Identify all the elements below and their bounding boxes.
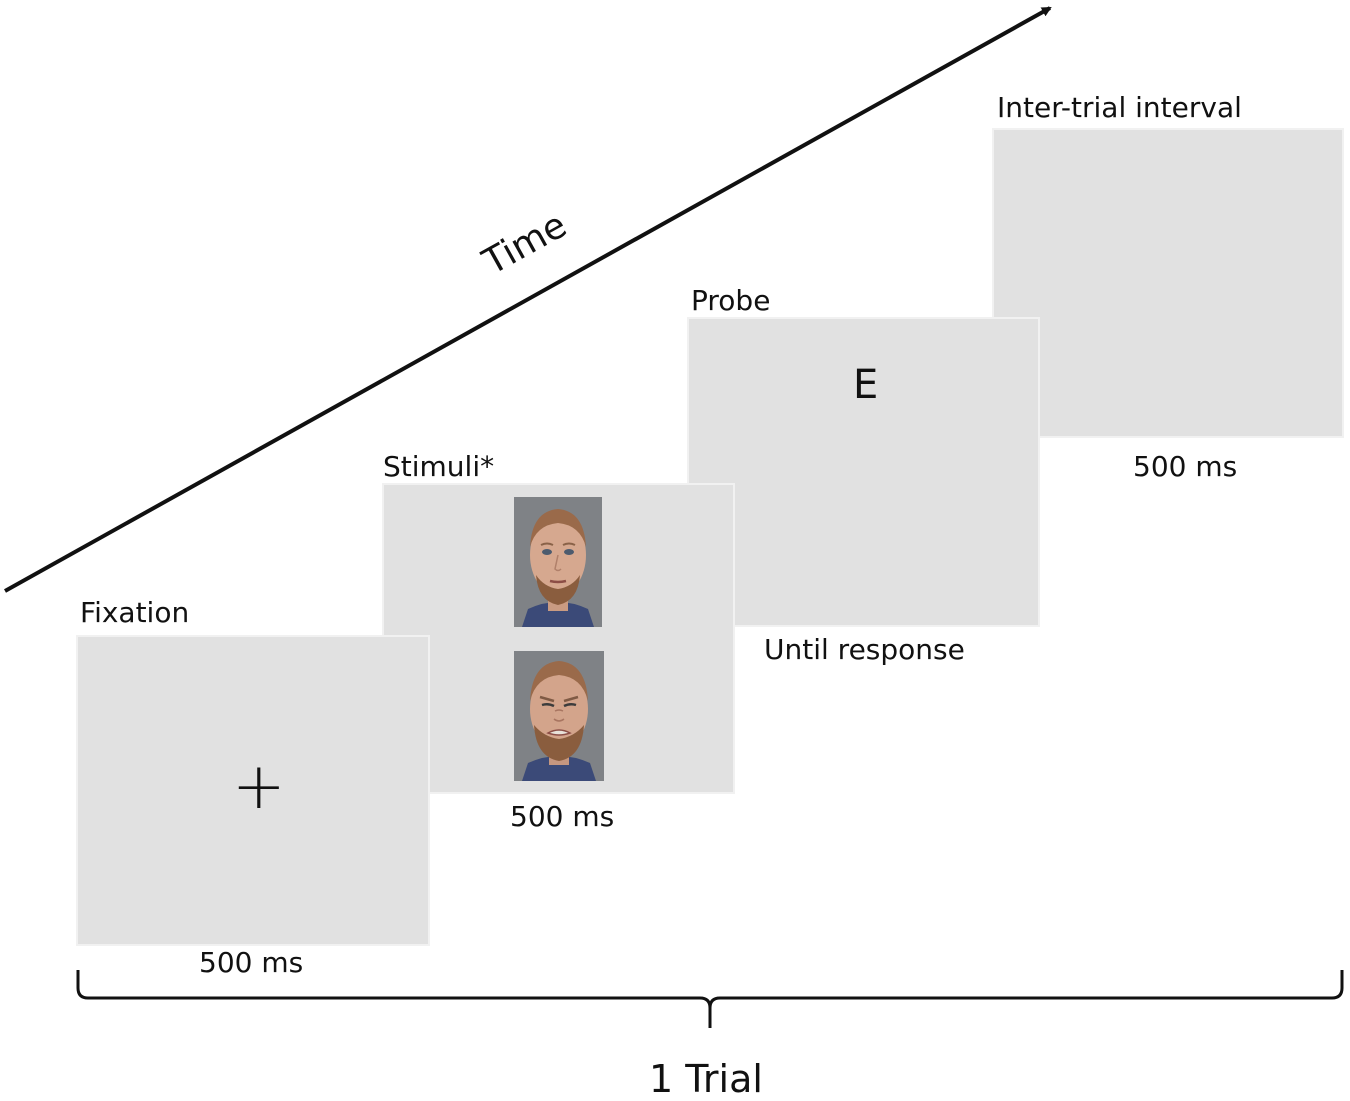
stimuli-screen: [382, 483, 735, 794]
probe-title: Probe: [691, 284, 771, 317]
trial-label: 1 Trial: [649, 1057, 763, 1101]
fixation-screen: +: [76, 635, 430, 946]
neutral-face: [514, 497, 602, 627]
iti-screen: [992, 128, 1344, 438]
probe-duration: Until response: [764, 633, 965, 666]
stimuli-title: Stimuli*: [383, 450, 495, 483]
fixation-title: Fixation: [80, 596, 190, 629]
fixation-duration: 500 ms: [199, 946, 304, 979]
probe-screen: E: [687, 317, 1040, 627]
probe-letter: E: [853, 362, 879, 408]
iti-duration: 500 ms: [1133, 450, 1238, 483]
time-label: Time: [476, 204, 574, 284]
iti-title: Inter-trial interval: [997, 91, 1242, 124]
disgust-face: [514, 651, 604, 781]
fixation-cross: +: [232, 750, 286, 824]
stimuli-duration: 500 ms: [510, 800, 615, 833]
